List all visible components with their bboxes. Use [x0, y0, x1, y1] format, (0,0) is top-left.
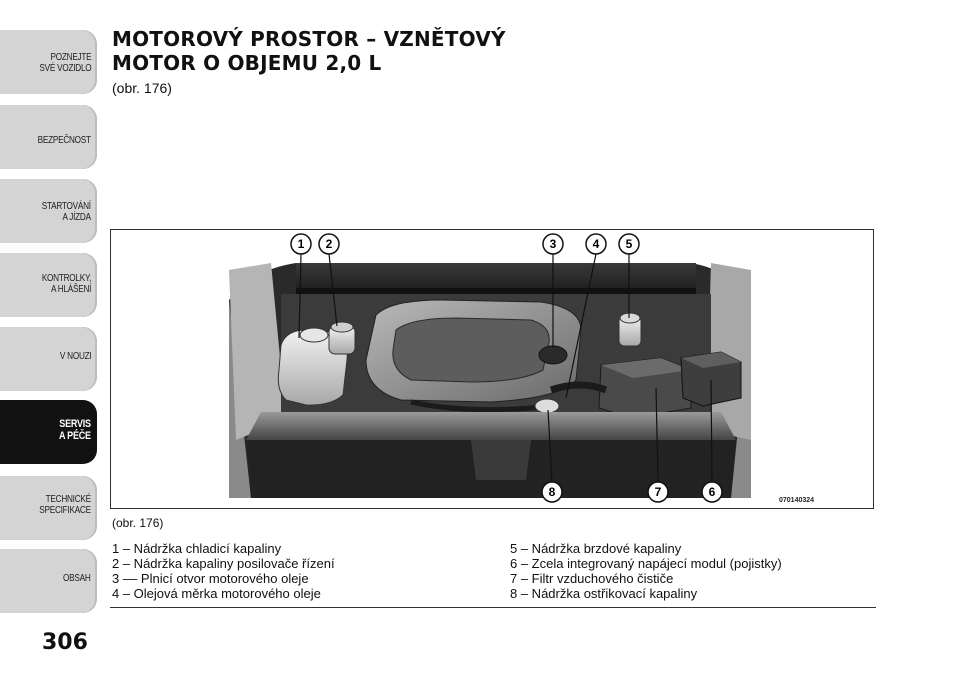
page-title: MOTOROVÝ PROSTOR – VZNĚTOVÝ MOTOR O OBJE… — [112, 27, 506, 75]
tab-bezpecnost[interactable]: BEZPEČNOST — [0, 105, 97, 169]
tab-servis-a-pece[interactable]: SERVIS A PÉČE — [0, 400, 97, 464]
svg-text:3: 3 — [550, 237, 557, 251]
legend-item-5: 5 – Nádržka brzdové kapaliny — [510, 541, 682, 556]
tab-label: BEZPEČNOST — [37, 135, 91, 146]
svg-text:8: 8 — [549, 485, 556, 499]
tab-kontrolky-a-hlaseni[interactable]: KONTROLKY, A HLÁŠENÍ — [0, 253, 97, 317]
tab-label: TECHNICKÉ SPECIFIKACE — [39, 494, 91, 516]
tab-technicke-specifikace[interactable]: TECHNICKÉ SPECIFIKACE — [0, 476, 97, 540]
tab-label: POZNEJTE SVÉ VOZIDLO — [39, 52, 91, 74]
callout-3: 3 — [542, 233, 564, 255]
callout-1: 1 — [290, 233, 312, 255]
page-title-line-1: MOTOROVÝ PROSTOR – VZNĚTOVÝ — [112, 27, 506, 51]
tab-label: KONTROLKY, A HLÁŠENÍ — [41, 273, 92, 295]
legend-item-4: 4 – Olejová měrka motorového oleje — [112, 586, 321, 601]
tab-label: V NOUZI — [59, 351, 91, 362]
callout-6: 6 — [701, 481, 723, 503]
legend-right-column: 5 – Nádržka brzdové kapaliny 6 – Zcela i… — [510, 541, 782, 601]
tab-label: SERVIS A PÉČE — [59, 418, 91, 442]
engine-bay-illustration: 1 2 3 4 5 6 7 8 070140324 — [229, 233, 814, 504]
legend-item-1: 1 – Nádržka chladicí kapaliny — [112, 541, 282, 556]
callout-2: 2 — [318, 233, 340, 255]
figure-reference: (obr. 176) — [112, 80, 172, 96]
page-title-line-2: MOTOR O OBJEMU 2,0 L — [112, 51, 382, 75]
callout-5: 5 — [618, 233, 640, 255]
svg-text:7: 7 — [655, 485, 662, 499]
tab-v-nouzi[interactable]: V NOUZI — [0, 327, 97, 391]
bottom-rule — [110, 607, 876, 608]
page-number: 306 — [42, 630, 88, 655]
tab-label: OBSAH — [63, 573, 92, 584]
tab-label: STARTOVÁNÍ A JÍZDA — [41, 201, 91, 223]
callout-4: 4 — [585, 233, 607, 255]
tab-obsah[interactable]: OBSAH — [0, 549, 97, 613]
legend-item-7: 7 – Filtr vzduchového čističe — [510, 571, 674, 586]
svg-text:6: 6 — [709, 485, 716, 499]
svg-text:2: 2 — [326, 237, 333, 251]
legend-item-3: 3 –– Plnicí otvor motorového oleje — [112, 571, 309, 586]
svg-text:5: 5 — [626, 237, 633, 251]
svg-text:4: 4 — [593, 237, 600, 251]
legend-item-6: 6 – Zcela integrovaný napájecí modul (po… — [510, 556, 782, 571]
engine-bay-figure: 1 2 3 4 5 6 7 8 070140324 — [110, 229, 874, 509]
legend-item-8: 8 – Nádržka ostřikovací kapaliny — [510, 586, 698, 601]
tab-poznejte-sve-vozidlo[interactable]: POZNEJTE SVÉ VOZIDLO — [0, 30, 97, 94]
callout-7: 7 — [647, 481, 669, 503]
tab-startovani-a-jizda[interactable]: STARTOVÁNÍ A JÍZDA — [0, 179, 97, 243]
svg-text:1: 1 — [298, 237, 305, 251]
legend-left-column: 1 – Nádržka chladicí kapaliny 2 – Nádržk… — [112, 541, 335, 601]
figure-code: 070140324 — [779, 497, 814, 504]
legend-item-2: 2 – Nádržka kapaliny posilovače řízení — [112, 556, 335, 571]
callout-8: 8 — [541, 481, 563, 503]
figure-caption: (obr. 176) — [112, 516, 164, 530]
